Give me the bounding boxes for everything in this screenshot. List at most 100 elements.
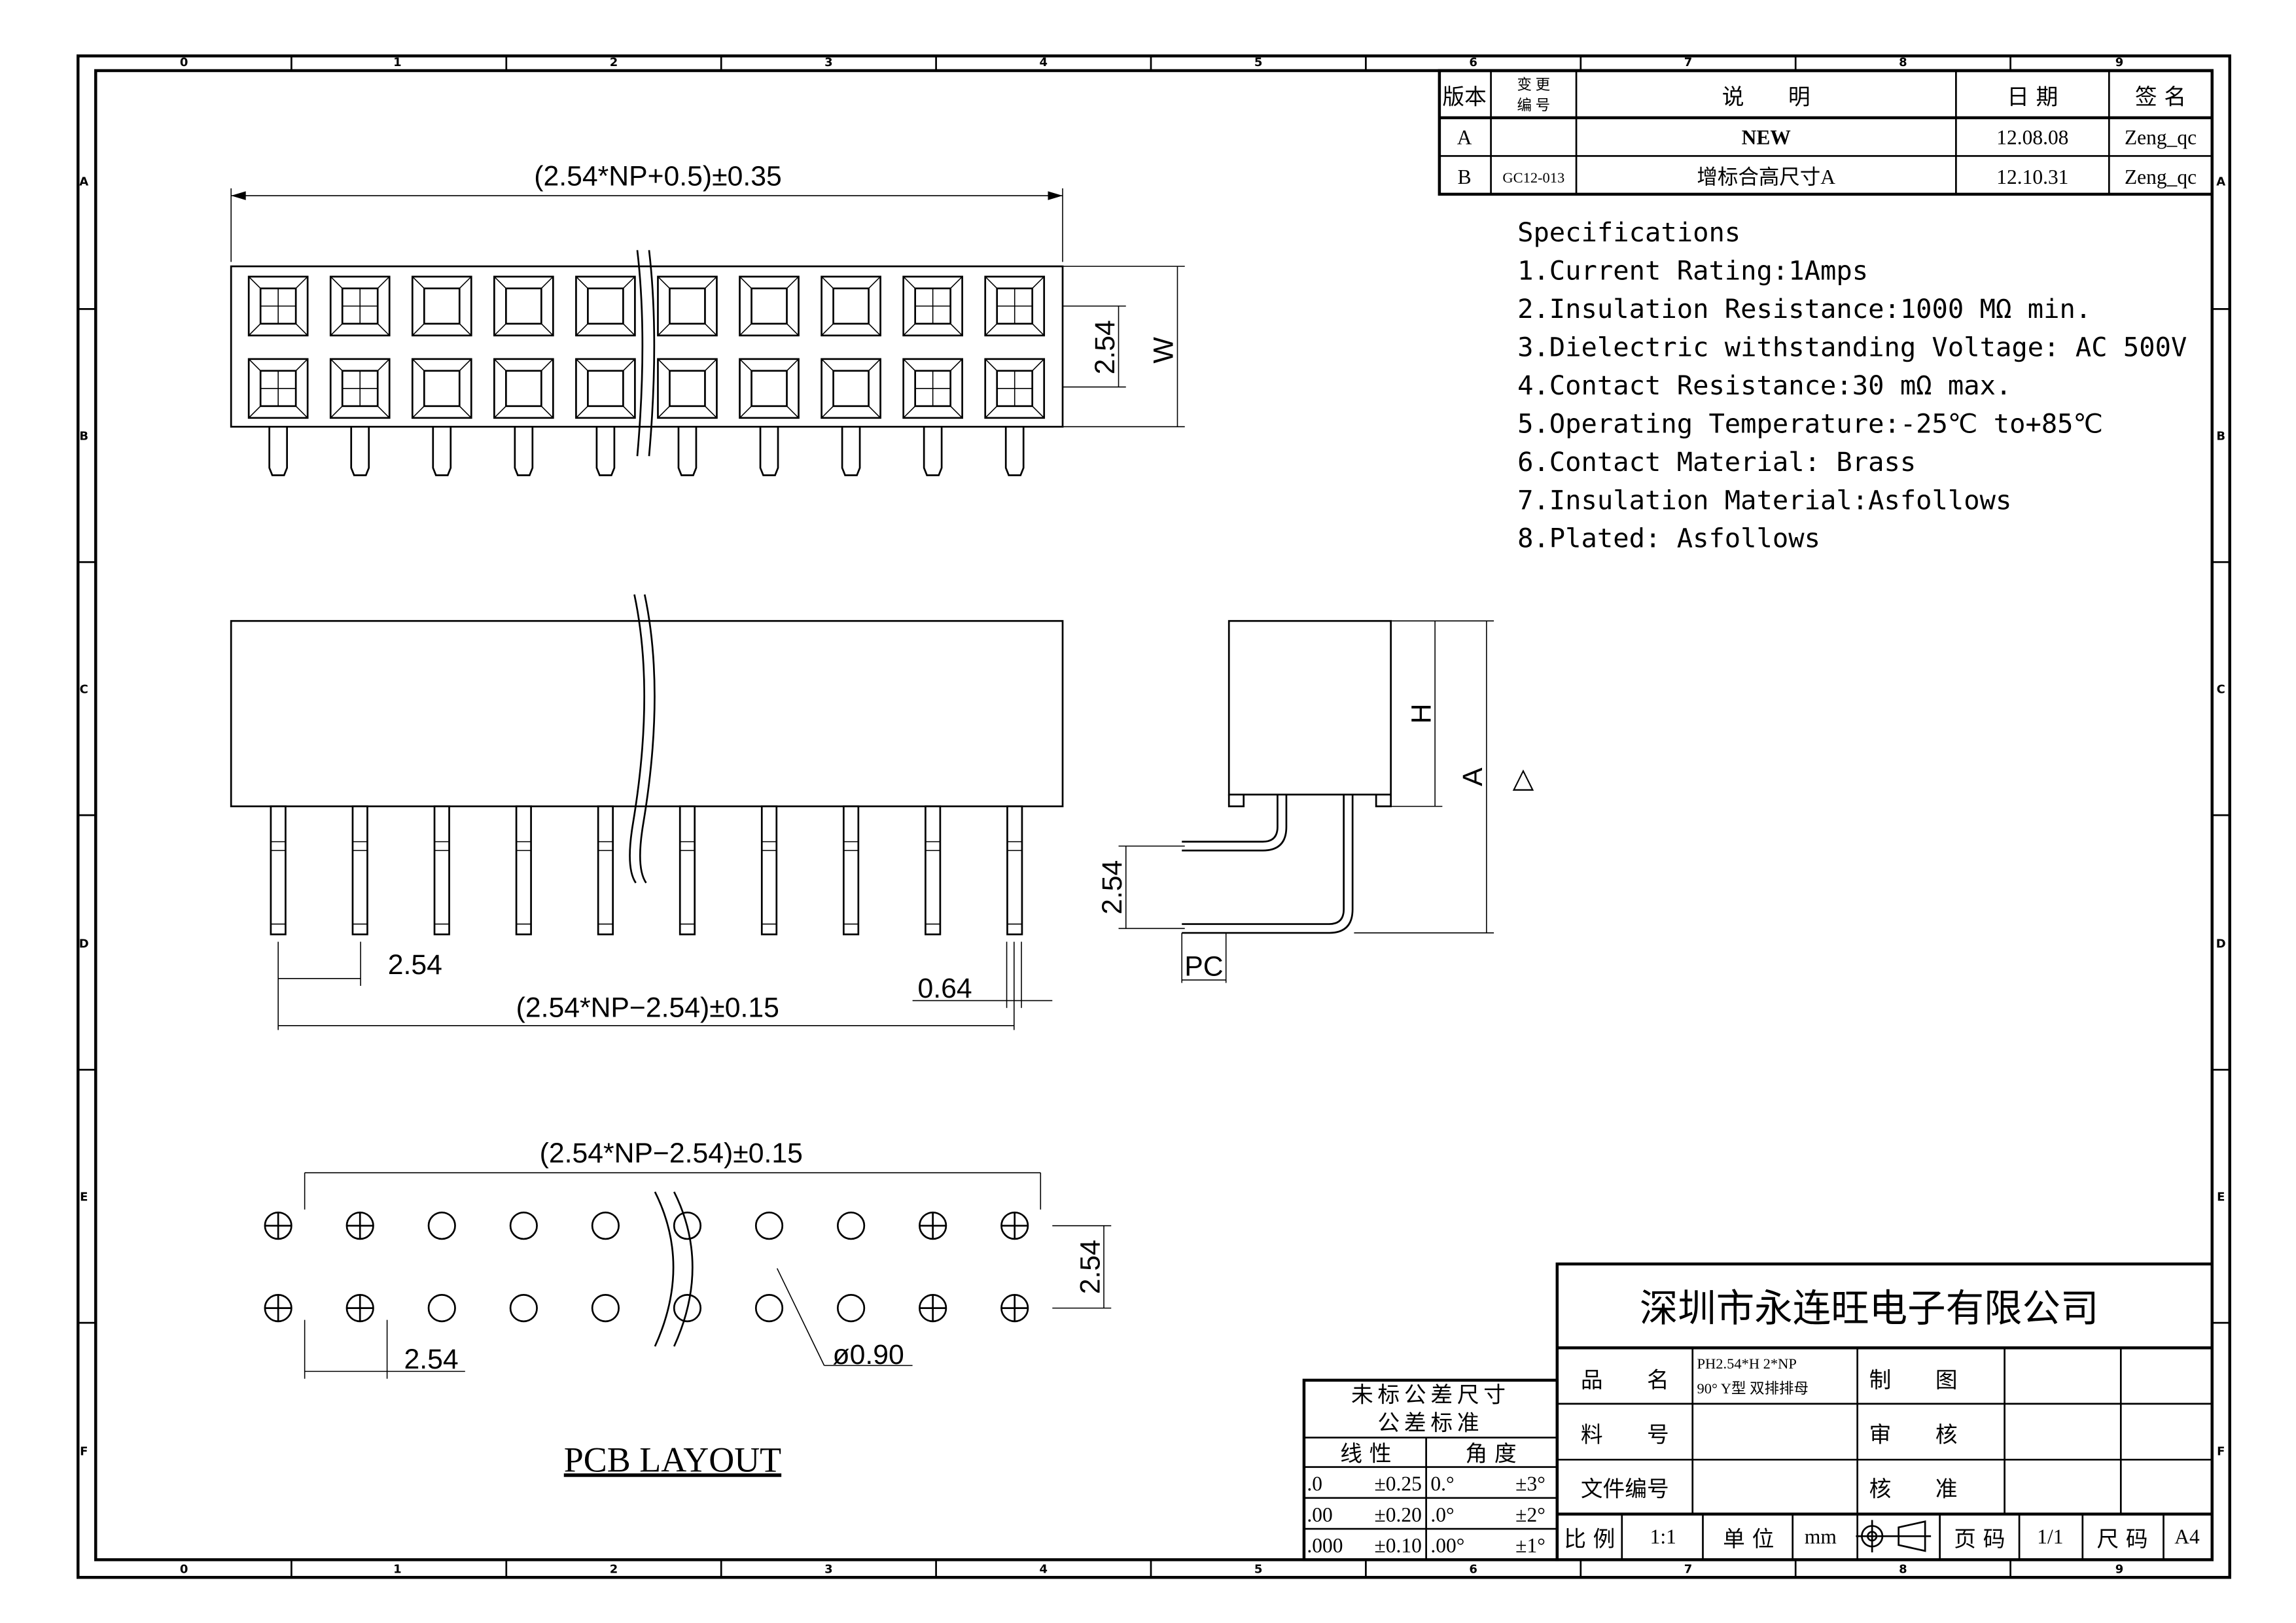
cavity-chamfer [330, 276, 390, 336]
grid-column-label: 3 [824, 56, 833, 69]
dim-height-h: H [1405, 703, 1437, 724]
page-label: 页 码 [1954, 1526, 2005, 1552]
grid-column-label: 4 [1040, 1563, 1048, 1577]
tol-title-1: 未标公差尺寸 [1351, 1382, 1510, 1408]
dim-row-pitch: 2.54 [1089, 320, 1121, 374]
pin-detail [270, 841, 286, 925]
grid-column-label: 8 [1899, 56, 1907, 69]
cavity-crosshair [342, 288, 378, 324]
grid-row-label: B [79, 430, 88, 444]
front-view-pin [515, 805, 532, 935]
cavity-chamfer [575, 276, 635, 336]
pin-detail [925, 841, 940, 925]
rev-header-sign: 签 名 [2135, 84, 2186, 110]
grid-column-label: 6 [1469, 1563, 1477, 1577]
contact-cavity [902, 275, 963, 337]
rev-b-date: 12.10.31 [1996, 166, 2068, 188]
tol-cell: .00 [1307, 1503, 1332, 1526]
pin-detail [434, 841, 450, 925]
grid-column-label: 5 [1254, 1563, 1263, 1577]
tol-cell: 0.° [1430, 1473, 1454, 1495]
tol-linear-header: 线 性 [1340, 1441, 1391, 1467]
title-block: 深圳市永连旺电子有限公司 品 名 PH2.54*H 2*NP 90° Y型 双排… [1555, 1262, 2214, 1562]
revision-table: 版本 变 更 编 号 说 明 日 期 签 名 A NEW 12.08.08 Ze… [1438, 69, 2214, 196]
cavity-chamfer [412, 276, 472, 336]
pin-detail [680, 841, 695, 925]
pcb-dim-hole: ø0.90 [833, 1339, 904, 1370]
pcb-hole-crosshair [346, 1295, 374, 1321]
pcb-dim-row-pitch: 2.54 [1074, 1240, 1106, 1294]
pcb-hole [427, 1212, 456, 1240]
front-view-pin [433, 805, 450, 935]
contact-cavity [739, 275, 800, 337]
approved-label: 核 准 [1869, 1476, 1958, 1502]
front-view-pin [760, 805, 778, 935]
pcb-hole-crosshair [919, 1212, 946, 1239]
contact-cavity [329, 358, 391, 419]
contact-cavity-inner [832, 287, 870, 325]
grid-column-label: 2 [610, 1563, 618, 1577]
drawn-label: 制 图 [1869, 1367, 1958, 1393]
front-view-pin [597, 805, 614, 935]
cavity-chamfer [493, 276, 554, 336]
rev-a-date: 12.08.08 [1996, 126, 2068, 148]
checked-label: 审 核 [1869, 1422, 1958, 1447]
top-view-pin [923, 427, 943, 476]
pcb-hole-crosshair [346, 1212, 374, 1239]
grid-row-label: C [2217, 682, 2225, 696]
top-view-pin [677, 427, 698, 476]
dim-width: W [1148, 337, 1180, 364]
tol-cell: .000 [1307, 1534, 1343, 1557]
projection-symbol-icon [1856, 1520, 1932, 1553]
cavity-chamfer [248, 276, 308, 336]
pcb-hole [836, 1212, 866, 1240]
cavity-chamfer [493, 358, 554, 419]
contact-cavity [575, 275, 636, 337]
contact-cavity-inner [423, 287, 461, 325]
front-view-pin [351, 805, 368, 935]
spec-item: 4.Contact Resistance:30 mΩ max. [1517, 370, 2011, 401]
contact-cavity-inner [832, 370, 870, 408]
top-view-pin [350, 427, 370, 476]
contact-cavity [411, 275, 472, 337]
company-name: 深圳市永连旺电子有限公司 [1640, 1286, 2099, 1331]
contact-cavity [902, 358, 963, 419]
cavity-chamfer [985, 276, 1045, 336]
cavity-chamfer [903, 358, 963, 419]
rev-b-change-no: GC12-013 [1502, 169, 1564, 186]
top-view-pin [432, 427, 452, 476]
dim-pc: PC [1184, 951, 1223, 982]
pcb-hole [836, 1294, 866, 1323]
contact-cavity [247, 358, 309, 419]
contact-cavity-inner [504, 370, 542, 408]
grid-row-label: C [80, 682, 88, 696]
grid-column-label: 1 [393, 1563, 402, 1577]
pin-detail [352, 841, 368, 925]
rev-header-change-2: 编 号 [1517, 97, 1551, 114]
outer-border [76, 54, 2231, 1579]
tol-cell: ±0.10 [1374, 1534, 1421, 1557]
contact-cavity [821, 358, 881, 419]
pcb-dim-span: (2.54*NP−2.54)±0.15 [540, 1138, 803, 1169]
dim-total-length: (2.54*NP+0.5)±0.35 [534, 160, 781, 192]
grid-column-label: 5 [1254, 56, 1263, 69]
top-view-pin [595, 427, 616, 476]
dim-leg-pitch: 2.54 [1097, 860, 1128, 915]
cavity-chamfer [903, 276, 963, 336]
tol-cell: ±1° [1515, 1534, 1545, 1557]
tolerance-table: 未标公差尺寸 公差标准 线 性 角 度 .0 ±0.25 0.° ±3° .00… [1302, 1378, 1559, 1562]
grid-row-label: F [80, 1445, 88, 1459]
contact-cavity [493, 358, 554, 419]
cavity-chamfer [821, 358, 881, 419]
rev-a-description: NEW [1742, 126, 1791, 148]
grid-column-label: 9 [2115, 56, 2124, 69]
cavity-chamfer [985, 358, 1045, 419]
tol-cell: .0 [1307, 1473, 1322, 1495]
part-no-label: 料 号 [1581, 1422, 1669, 1447]
pcb-hole-crosshair [264, 1212, 292, 1239]
contact-cavity-inner [423, 370, 461, 408]
pin-detail [1007, 841, 1022, 925]
top-view: (2.54*NP+0.5)±0.35 2.54 W [230, 160, 1185, 476]
